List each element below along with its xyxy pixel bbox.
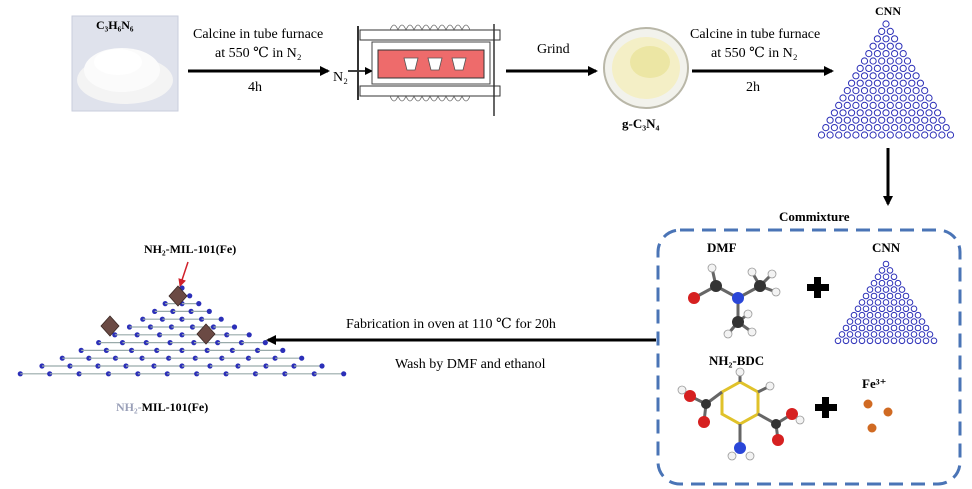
fe-ion-label: Fe³⁺	[862, 376, 887, 391]
dmf-molecule	[688, 263, 781, 339]
melamine-powder-photo	[71, 15, 179, 112]
product-caption: NH₂-MIL-101(Fe)	[116, 400, 208, 415]
nh2-bdc-molecule	[677, 367, 805, 461]
step1-time: 4h	[248, 80, 262, 95]
product-caption-main: MIL-101(Fe)	[141, 400, 209, 414]
step3-line2: Wash by DMF and ethanol	[395, 357, 546, 372]
grind-label: Grind	[537, 42, 570, 57]
red-pointer-arrow	[178, 261, 189, 287]
furnace-gas-label: N₂	[333, 70, 348, 85]
step2-line1: Calcine in tube furnace	[690, 27, 821, 42]
commixture-title: Commixture	[779, 209, 850, 224]
cnn-lattice-small	[834, 260, 938, 345]
nh2-mil-101-fe-lattice	[17, 285, 347, 377]
cnn-top-label: CNN	[875, 4, 901, 18]
cnn-lattice-top	[817, 20, 955, 139]
plus-icon-2	[815, 397, 837, 418]
step2-time: 2h	[746, 80, 760, 95]
cnn-box-label: CNN	[872, 240, 901, 255]
commixture-box	[656, 228, 962, 486]
g-c3n4-label: g-C₃N₄	[622, 116, 660, 131]
step1-line2: at 550 ℃ in N₂	[215, 46, 302, 61]
step3-line1: Fabrication in oven at 110 ℃ for 20h	[346, 317, 556, 332]
tube-furnace-icon	[348, 24, 501, 116]
plus-icon-1	[807, 277, 829, 298]
product-caption-prefix: NH₂-	[116, 400, 142, 414]
step1-line1: Calcine in tube furnace	[193, 27, 324, 42]
dmf-label: DMF	[707, 240, 737, 255]
g-c3n4-dish-photo	[603, 27, 689, 109]
nh2-bdc-label: NH₂-BDC	[709, 353, 765, 368]
fe-ions	[863, 399, 893, 433]
product-pointer-label: NH₂-MIL-101(Fe)	[144, 242, 237, 256]
step2-line2: at 550 ℃ in N₂	[711, 46, 798, 61]
melamine-formula: C₃H₆N₆	[96, 18, 134, 32]
